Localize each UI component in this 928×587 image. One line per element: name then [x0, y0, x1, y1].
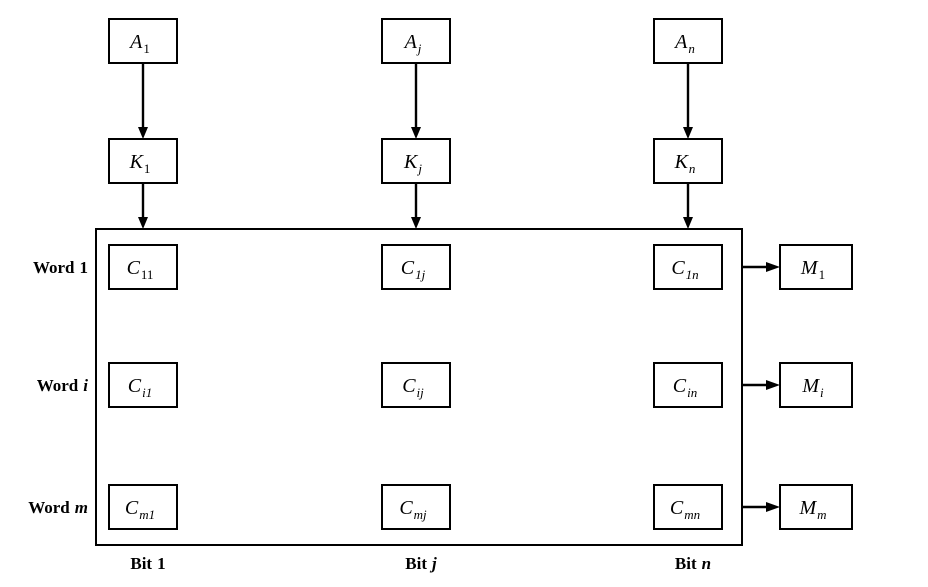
cell-1n-label: C1n	[671, 257, 698, 282]
arrow-to-match-1	[742, 262, 780, 272]
match-register-m-label: Mm	[798, 497, 826, 522]
match-register-1: M1	[779, 244, 853, 290]
key-register-1: K1	[108, 138, 178, 184]
cell-i1: Ci1	[108, 362, 178, 408]
cell-11: C11	[108, 244, 178, 290]
arrow-to-match-m	[742, 502, 780, 512]
argument-register-1-box	[108, 18, 178, 64]
cell-m1-label: Cm1	[125, 497, 155, 522]
cell-mn-label: Cmn	[670, 497, 700, 522]
cell-i1-box	[108, 362, 178, 408]
cell-ij-box	[381, 362, 451, 408]
cell-1n: C1n	[653, 244, 723, 290]
cell-in-box	[653, 362, 723, 408]
cell-i1-label: Ci1	[128, 375, 152, 400]
argument-register-n-box	[653, 18, 723, 64]
connection-lines	[138, 63, 780, 512]
key-register-j-box	[381, 138, 451, 184]
argument-register-1: A1	[108, 18, 178, 64]
arrow-argument-to-key-n	[683, 63, 693, 139]
argument-register-j: Aj	[381, 18, 451, 64]
cell-1j: C1j	[381, 244, 451, 290]
cell-m1-box	[108, 484, 178, 530]
memory-array-frame	[95, 228, 743, 546]
key-register-n: Kn	[653, 138, 723, 184]
cell-mj: Cmj	[381, 484, 451, 530]
argument-register-n: An	[653, 18, 723, 64]
cell-1n-box	[653, 244, 723, 290]
arrow-key-to-array-1	[138, 183, 148, 229]
arrow-key-to-array-n	[683, 183, 693, 229]
cell-ij: Cij	[381, 362, 451, 408]
cell-ij-label: Cij	[402, 375, 424, 400]
key-register-j-label: Kj	[403, 151, 422, 176]
key-register-1-label: K1	[129, 151, 151, 176]
match-register-i-box	[779, 362, 853, 408]
match-register-i-label: Mi	[801, 375, 824, 400]
match-register-m-box	[779, 484, 853, 530]
arrow-argument-to-key-j	[411, 63, 421, 139]
argument-register-n-label: An	[673, 31, 695, 56]
cell-11-box	[108, 244, 178, 290]
arrow-to-match-i	[742, 380, 780, 390]
key-register-n-box	[653, 138, 723, 184]
cell-1j-box	[381, 244, 451, 290]
arrow-argument-to-key-1	[138, 63, 148, 139]
cell-mj-box	[381, 484, 451, 530]
cell-in: Cin	[653, 362, 723, 408]
cell-in-label: Cin	[673, 375, 697, 400]
match-register-1-box	[779, 244, 853, 290]
key-register-1-box	[108, 138, 178, 184]
argument-register-1-label: A1	[128, 31, 150, 56]
cell-mn-box	[653, 484, 723, 530]
match-register-1-label: M1	[800, 257, 825, 282]
key-register-j: Kj	[381, 138, 451, 184]
cell-1j-label: C1j	[401, 257, 426, 282]
match-register-i: Mi	[779, 362, 853, 408]
key-register-n-label: Kn	[674, 151, 696, 176]
argument-register-j-box	[381, 18, 451, 64]
cell-11-label: C11	[127, 257, 154, 282]
cell-mn: Cmn	[653, 484, 723, 530]
arrow-key-to-array-j	[411, 183, 421, 229]
cell-mj-label: Cmj	[399, 497, 427, 522]
match-register-m: Mm	[779, 484, 853, 530]
argument-register-j-label: Aj	[403, 31, 422, 56]
cell-m1: Cm1	[108, 484, 178, 530]
